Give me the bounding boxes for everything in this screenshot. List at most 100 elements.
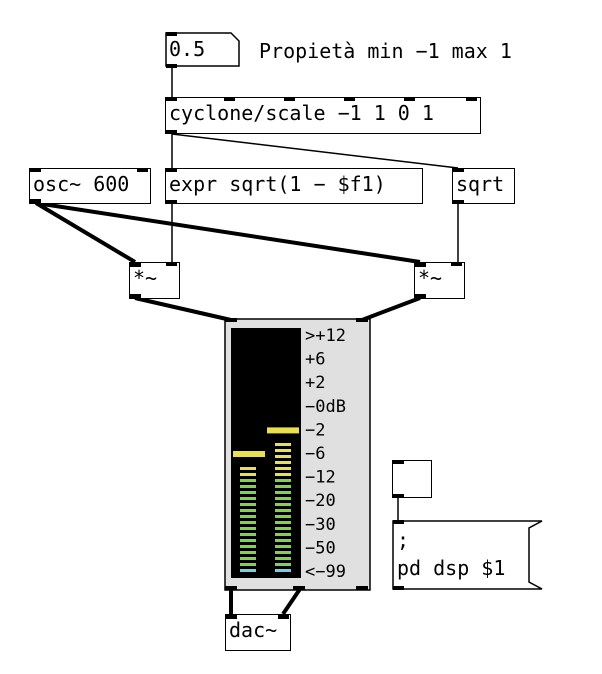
vu-scale-label: <−99	[305, 562, 346, 582]
dac-inlet-left	[226, 614, 237, 619]
object-mul-right-text: *~	[418, 266, 443, 290]
message-box[interactable]: ; pd dsp $1	[392, 520, 544, 590]
vu-scale-label: −50	[305, 538, 336, 558]
object-dac[interactable]: dac~	[225, 614, 291, 651]
vu-bar-segment	[240, 557, 256, 560]
vu-peak-right	[267, 427, 299, 434]
number-box[interactable]: 0.5	[165, 32, 240, 68]
vu-peak-left	[233, 451, 265, 457]
vu-scale-label: >+12	[305, 326, 346, 346]
cord-mul-right-to-vu[interactable]	[361, 296, 421, 322]
cord-osc-to-mul-right[interactable]	[35, 201, 421, 264]
number-box-outline	[165, 32, 240, 68]
object-expr-text: expr sqrt(1 − $f1)	[169, 172, 386, 196]
vu-bar-segment	[240, 563, 256, 566]
vu-bar-segment	[275, 467, 291, 470]
toggle[interactable]	[392, 460, 432, 498]
scale-inlet-4	[344, 97, 355, 101]
object-dac-text: dac~	[229, 618, 278, 642]
vu-bar-segment	[275, 563, 291, 566]
object-sqrt[interactable]: sqrt	[452, 168, 515, 204]
vu-bar-segment	[240, 497, 256, 500]
vu-bar-segment	[240, 485, 256, 488]
vu-bar-segment	[275, 449, 291, 452]
vu-bar-segment	[240, 467, 256, 470]
vu-scale-label: −20	[305, 491, 336, 511]
cord-osc-to-mul-left[interactable]	[34, 201, 137, 264]
expr-outlet	[166, 200, 177, 204]
vu-inlet-right	[356, 318, 368, 322]
vu-scale-label: −12	[305, 468, 336, 488]
mul-left-inlet-2	[166, 262, 177, 266]
vu-bar-segment	[240, 569, 256, 572]
vu-scale-label: −2	[305, 420, 325, 440]
vu-bars-right	[275, 443, 291, 572]
message-line-1: ;	[397, 528, 410, 552]
vu-bar-segment	[275, 515, 291, 518]
toggle-outlet	[393, 494, 404, 498]
vu-bar-segment	[240, 491, 256, 494]
vu-scale-label: −6	[305, 444, 325, 464]
scale-inlet-5	[404, 97, 415, 101]
mul-left-outlet	[130, 294, 141, 299]
vu-bar-segment	[240, 545, 256, 548]
object-osc[interactable]: osc~ 600	[29, 168, 151, 204]
vu-outlet-extra	[356, 586, 368, 590]
sqrt-outlet	[453, 200, 464, 204]
vu-bar-segment	[275, 527, 291, 530]
vu-bar-segment	[275, 551, 291, 554]
scale-inlet-1	[166, 97, 177, 101]
vu-bar-segment	[275, 509, 291, 512]
vu-outlet-right	[293, 586, 305, 590]
scale-inlet-6	[466, 97, 477, 101]
vu-bar-segment	[275, 503, 291, 506]
vu-bar-segment	[275, 539, 291, 542]
vu-bar-segment	[240, 515, 256, 518]
vu-bar-segment	[275, 491, 291, 494]
sqrt-inlet	[453, 168, 464, 172]
vu-inlet-left	[225, 318, 237, 322]
message-line-2: pd dsp $1	[397, 556, 506, 580]
vu-bar-segment	[240, 539, 256, 542]
object-mul-right[interactable]: *~	[414, 262, 465, 299]
vu-bar-segment	[275, 455, 291, 458]
comment-label: Propietà min −1 max 1	[259, 39, 512, 63]
vu-bar-segment	[240, 551, 256, 554]
object-expr[interactable]: expr sqrt(1 − $f1)	[165, 168, 423, 204]
vu-bar-segment	[240, 527, 256, 530]
vu-scale-label: −30	[305, 515, 336, 535]
dac-inlet-right	[278, 614, 289, 619]
cord-vu-right-to-dac[interactable]	[281, 587, 302, 616]
object-scale[interactable]: cyclone/scale −1 1 0 1	[165, 97, 481, 134]
vu-bar-segment	[240, 473, 256, 476]
vu-outlet-left	[225, 586, 237, 590]
message-box-outline	[392, 520, 543, 590]
cord-mul-left-to-vu[interactable]	[134, 296, 232, 322]
object-mul-left-text: *~	[133, 266, 158, 290]
osc-outlet	[30, 199, 41, 204]
patch-cords	[34, 66, 459, 616]
vu-bar-segment	[275, 461, 291, 464]
vu-scale-label: +2	[305, 373, 325, 393]
mul-right-outlet	[415, 294, 426, 299]
vu-bar-segment	[275, 485, 291, 488]
mul-right-inlet-2	[451, 262, 462, 266]
toggle-inlet	[393, 460, 404, 464]
number-box-value: 0.5	[169, 37, 206, 61]
vu-bar-segment	[240, 521, 256, 524]
vu-meter[interactable]: >+12+6+2−0dB−2−6−12−20−30−50<−99	[224, 318, 371, 591]
vu-bar-segment	[275, 569, 291, 572]
vu-bar-segment	[240, 509, 256, 512]
vu-bar-segment	[275, 497, 291, 500]
vu-bars-left	[240, 467, 256, 572]
scale-inlet-2	[224, 97, 235, 101]
object-mul-left[interactable]: *~	[129, 262, 180, 299]
osc-inlet-1	[30, 168, 41, 172]
osc-inlet-2	[137, 168, 148, 172]
cord-scale-to-sqrt[interactable]	[171, 133, 459, 169]
object-osc-text: osc~ 600	[33, 172, 130, 196]
vu-bar-segment	[275, 557, 291, 560]
mul-right-inlet-1	[415, 262, 426, 267]
vu-bar-segment	[240, 479, 256, 482]
